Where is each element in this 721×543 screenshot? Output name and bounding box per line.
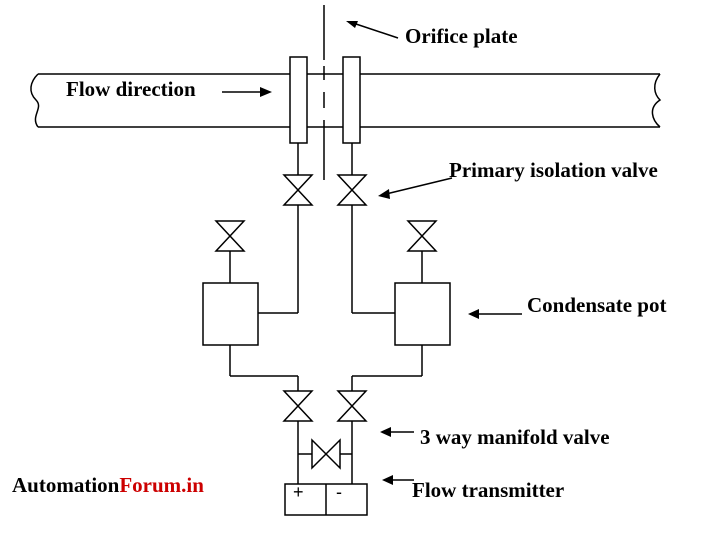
pipe-break-left bbox=[30, 73, 40, 128]
orifice-plate-arrow bbox=[346, 21, 399, 39]
transmitter-high-side-sign: + bbox=[293, 482, 304, 502]
primary-isolation-valve-label: Primary isolation valve bbox=[449, 158, 658, 182]
impulse-line-low bbox=[351, 143, 395, 314]
impulse-line-high bbox=[258, 143, 299, 314]
primary-isolation-valve-arrow bbox=[378, 177, 453, 199]
vent-valve-left bbox=[214, 220, 246, 283]
primary-isolation-valve-high bbox=[282, 174, 314, 206]
condensate-pot-left bbox=[202, 282, 259, 346]
pipe-break-right bbox=[651, 73, 662, 128]
brand-part1: Automation bbox=[12, 473, 120, 497]
condensate-pot-arrow bbox=[468, 309, 522, 319]
manifold-valve-label: 3 way manifold valve bbox=[420, 425, 610, 449]
condensate-pot-label: Condensate pot bbox=[527, 293, 666, 317]
manifold-equalizing-valve bbox=[298, 438, 352, 470]
manifold-valve-arrow bbox=[380, 427, 414, 437]
downstream-flange bbox=[342, 56, 361, 144]
flow-transmitter: + - bbox=[284, 482, 368, 516]
manifold-block-valve-low bbox=[336, 390, 368, 422]
brand-logo: AutomationForum.in bbox=[12, 473, 204, 497]
flow-transmitter-label: Flow transmitter bbox=[412, 478, 564, 502]
manifold-block-valve-high bbox=[282, 390, 314, 422]
flow-transmitter-arrow bbox=[382, 475, 414, 485]
pot-to-manifold-low bbox=[351, 345, 423, 391]
brand-part2: Forum.in bbox=[119, 473, 204, 497]
flow-direction-arrow bbox=[222, 87, 272, 97]
vent-valve-right bbox=[406, 220, 438, 283]
flow-direction-label: Flow direction bbox=[66, 77, 196, 101]
upstream-flange bbox=[289, 56, 308, 144]
primary-isolation-valve-low bbox=[336, 174, 368, 206]
orifice-plate-label: Orifice plate bbox=[405, 24, 518, 48]
condensate-pot-right bbox=[394, 282, 451, 346]
manifold-lines bbox=[297, 421, 353, 484]
pot-to-manifold-high bbox=[229, 345, 299, 391]
transmitter-low-side-sign: - bbox=[336, 482, 342, 502]
